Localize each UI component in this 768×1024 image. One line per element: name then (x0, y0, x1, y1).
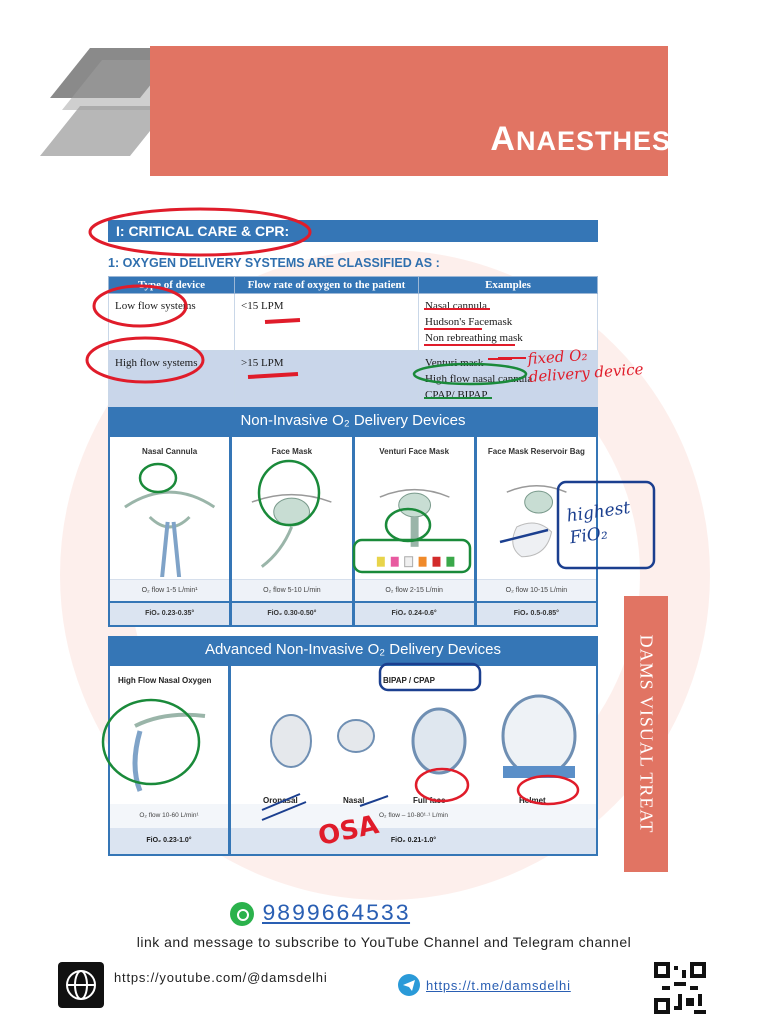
bipap-masks-illustration (270, 694, 577, 778)
device-card-venturi-mask: Venturi Face Mask O₂ flow 2-15 L/min (354, 437, 474, 601)
mask-label-nasal: Nasal (343, 796, 365, 805)
device-fio2: FiO₂ 0.24-0.6° (354, 603, 474, 625)
whatsapp-icon (230, 902, 254, 926)
table-cell-examples: Nasal cannula Hudson's Facemask Non rebr… (418, 293, 598, 351)
youtube-contact[interactable]: https://youtube.com/@damsdelhi (58, 962, 328, 1008)
device-fio2: FiO₂ 0.21-1.0° (231, 828, 596, 854)
hfno-illustration (132, 712, 206, 792)
subsection-heading: 1: OXYGEN DELIVERY SYSTEMS ARE CLASSIFIE… (108, 256, 440, 270)
table-row: High flow systems >15 LPM Venturi mask H… (108, 350, 598, 408)
panel-title: Advanced Non-Invasive O₂ Delivery Device… (205, 641, 501, 658)
device-flow: O₂ flow 1-5 L/min¹ (110, 579, 230, 601)
device-flow: O₂ flow 2-15 L/min (354, 579, 474, 601)
device-fio2: FiO₂ 0.23-1.0° (110, 828, 228, 854)
hfno-card: High Flow Nasal Oxygen O₂ flow 10-60 L/m… (110, 666, 228, 854)
section-heading: I: CRITICAL CARE & CPR: (108, 220, 598, 242)
non-invasive-devices-panel: Non-Invasive O₂ Delivery Devices Nasal C… (108, 407, 598, 627)
qr-code-icon[interactable] (654, 962, 706, 1014)
youtube-link[interactable]: https://youtube.com/@damsdelhi (114, 969, 328, 985)
table-header-examples: Examples (418, 276, 598, 294)
device-fio2: FiO₂ 0.30-0.50° (232, 603, 352, 625)
table-row: Low flow systems <15 LPM Nasal cannula H… (108, 293, 598, 351)
reservoir-mask-illustration (506, 484, 567, 558)
device-card-face-mask: Face Mask O₂ flow 5-10 L/min (232, 437, 352, 601)
advanced-devices-panel: Advanced Non-Invasive O₂ Delivery Device… (108, 636, 598, 856)
table-header-device: Type of device (108, 276, 235, 294)
device-flow: O₂ flow 10-60 L/min¹ (110, 804, 228, 828)
device-flow: O₂ flow – 10-80¹·¹ L/min (231, 804, 596, 828)
header-banner (150, 46, 668, 176)
device-name: Face Mask (271, 447, 313, 456)
device-flow: O₂ flow 5-10 L/min (232, 579, 352, 601)
side-tab: DAMS VISUAL TREAT (624, 596, 668, 872)
venturi-mask-illustration (376, 489, 454, 568)
globe-icon (58, 962, 104, 1008)
example-item: Venturi mask (425, 357, 484, 369)
device-flow: O₂ flow 10-15 L/min (476, 579, 596, 601)
page-title: ANAESTHESIA (490, 120, 700, 158)
group-label: BIPAP / CPAP (383, 676, 436, 685)
telegram-link[interactable]: https://t.me/damsdelhi (426, 977, 571, 993)
device-name: Nasal Cannula (142, 447, 198, 456)
example-item: CPAP/ BIPAP (425, 389, 488, 401)
face-mask-illustration (251, 493, 332, 568)
device-card-nasal-cannula: Nasal Cannula O₂ flow 1-5 L/min¹ (110, 437, 230, 601)
device-name: Face Mask Reservoir Bag (487, 447, 585, 456)
telegram-icon (398, 974, 420, 996)
device-fio2: FiO₂ 0.5-0.85° (476, 603, 596, 625)
table-cell-device: Low flow systems (108, 293, 235, 351)
bipap-cpap-card: BIPAP / CPAP Oronasal Nasal Full face He… (231, 666, 596, 854)
telegram-contact[interactable]: https://t.me/damsdelhi (398, 974, 571, 996)
table-header-flow: Flow rate of oxygen to the patient (234, 276, 419, 294)
table-header-row: Type of device Flow rate of oxygen to th… (108, 276, 598, 294)
table-cell-examples: Venturi mask High flow nasal cannula CPA… (418, 350, 598, 408)
example-item: High flow nasal cannula (425, 373, 533, 385)
table-cell-flow: >15 LPM (234, 350, 419, 408)
phone-number[interactable]: 9899664533 (262, 901, 411, 927)
nasal-cannula-illustration (124, 490, 216, 577)
example-item: Non rebreathing mask (425, 332, 523, 344)
table-cell-flow: <15 LPM (234, 293, 419, 351)
panel-title: Non-Invasive O₂ Delivery Devices (240, 412, 466, 429)
device-name: High Flow Nasal Oxygen (118, 676, 212, 685)
device-card-reservoir-mask: Face Mask Reservoir Bag O₂ flow 10-15 L/… (476, 437, 596, 601)
oxygen-delivery-table: Type of device Flow rate of oxygen to th… (108, 276, 598, 408)
side-tab-text: DAMS VISUAL TREAT (636, 634, 657, 834)
device-fio2: FiO₂ 0.23-0.35° (110, 603, 230, 625)
example-item: Hudson's Facemask (425, 316, 513, 328)
example-item: Nasal cannula (425, 300, 487, 312)
table-cell-device: High flow systems (108, 350, 235, 408)
device-name: Venturi Face Mask (379, 447, 450, 456)
subscribe-note: link and message to subscribe to YouTube… (136, 934, 632, 950)
phone-contact[interactable]: 9899664533 (230, 900, 410, 928)
